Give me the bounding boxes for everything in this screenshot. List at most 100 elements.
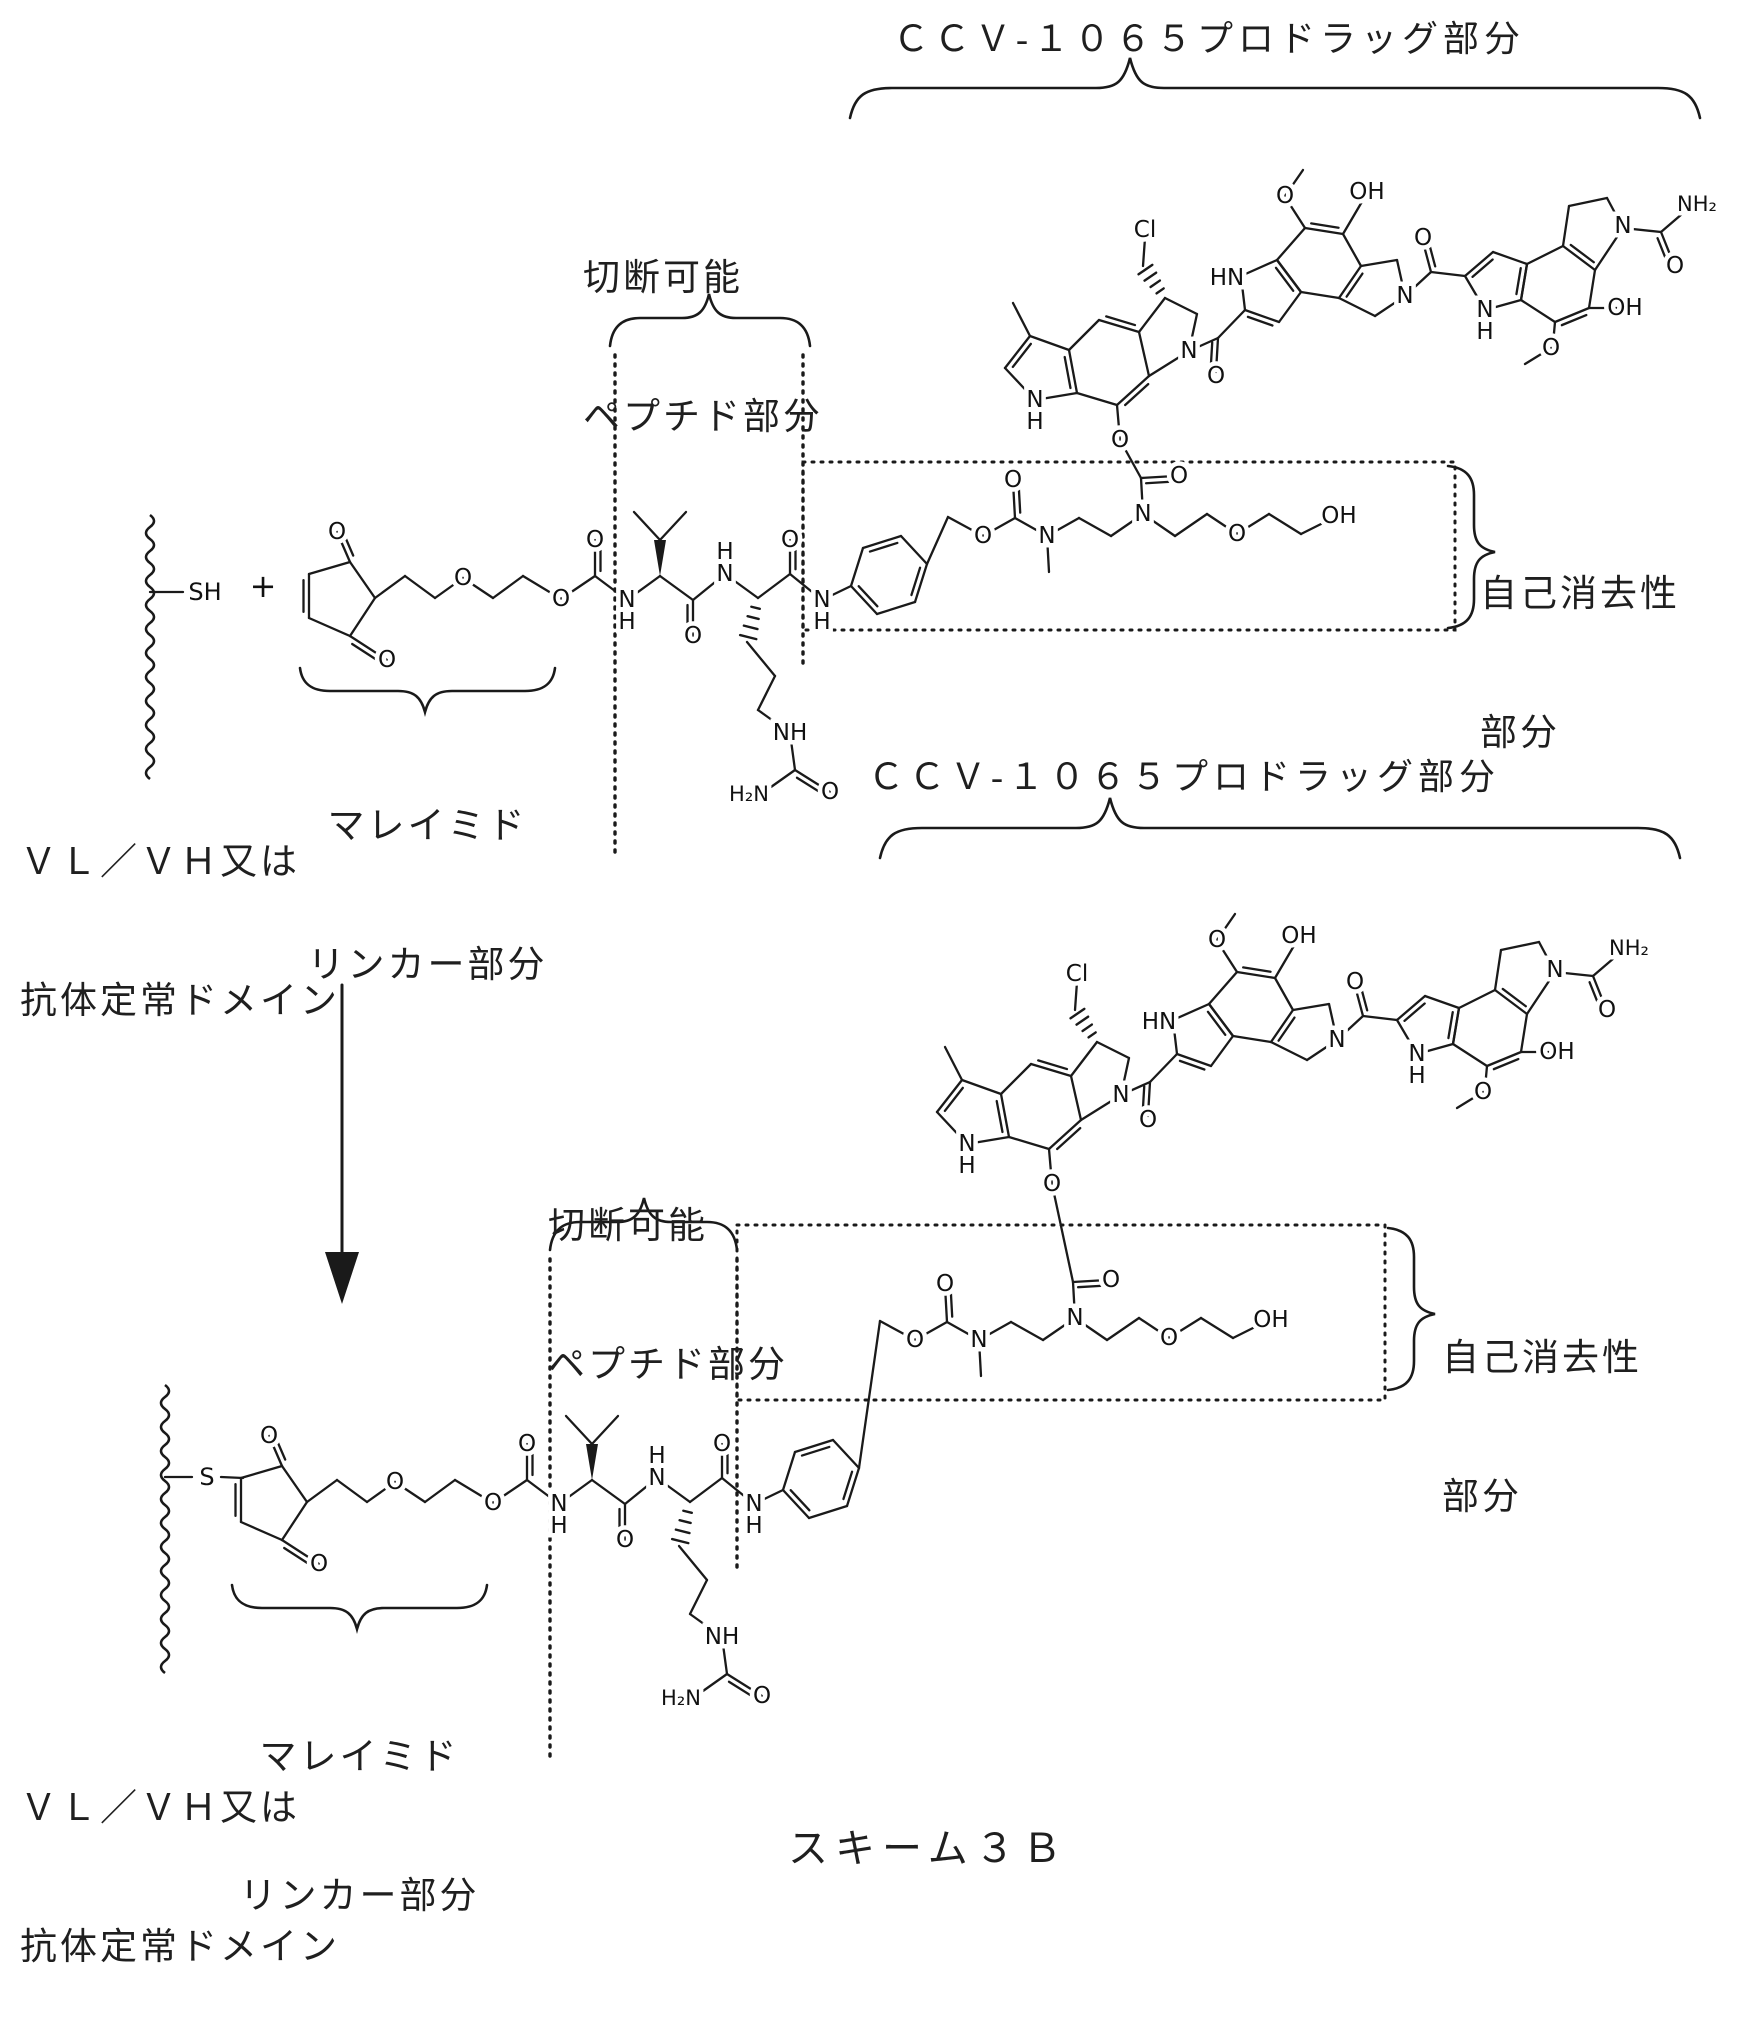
bond: [1589, 270, 1595, 308]
bond: [1495, 950, 1501, 990]
scheme-title: スキーム３Ｂ: [788, 1816, 1069, 1874]
self-immolative-dotted-box: [803, 462, 1455, 630]
atom-label: O: [552, 586, 570, 612]
bond: [1077, 393, 1117, 405]
bond: [1275, 978, 1293, 1010]
bond: [783, 1490, 809, 1518]
bond: [1495, 990, 1527, 1014]
atom-label: H: [813, 609, 830, 635]
bond: [634, 512, 660, 540]
atom-label: Cl: [1066, 961, 1088, 987]
bond: [1013, 303, 1030, 336]
atom-label: O: [1414, 225, 1432, 251]
atom-label: NH₂: [1677, 192, 1717, 216]
bond: [241, 1466, 282, 1478]
atom-label: HN: [1210, 265, 1245, 291]
double-bond: [1065, 357, 1071, 388]
atom-label: N: [1134, 501, 1151, 527]
atom-label: N: [1112, 1082, 1129, 1108]
patent-scheme-figure: { "figure": { "scheme_label": "スキーム３Ｂ", …: [0, 0, 1755, 1881]
bond: [1343, 234, 1361, 266]
atom-label: N: [1396, 283, 1413, 309]
atom-label: O: [1474, 1079, 1492, 1105]
bottom-self-immolative-label-line1: 自己消去性: [1442, 1332, 1642, 1385]
atom-label: O: [586, 527, 604, 553]
atom-label: H: [648, 1443, 665, 1469]
bond: [962, 1080, 1001, 1094]
bond: [1211, 1036, 1233, 1066]
bond: [350, 562, 375, 598]
bond: [758, 574, 790, 598]
atom-label: H: [716, 539, 733, 565]
bond: [1453, 1044, 1487, 1066]
atom-label: N: [970, 1327, 987, 1353]
bond: [1031, 1064, 1071, 1076]
atom-label: O: [1228, 521, 1246, 547]
atom-label: O: [454, 565, 472, 591]
atom-label: O: [1276, 183, 1294, 209]
atom-label: OH: [1349, 179, 1384, 205]
bond: [1301, 292, 1339, 298]
carbamate-connector-bond: [1052, 1184, 1073, 1282]
atom-label: O: [1208, 927, 1226, 953]
bond: [1150, 1054, 1177, 1082]
maleimide-brace: [232, 1585, 487, 1629]
hash-bond: [1139, 265, 1153, 274]
bottom-antibody-domain-label-line2: 抗体定常ドメイン: [20, 1921, 340, 1974]
atom-label: O: [906, 1327, 924, 1353]
bond: [937, 1080, 962, 1112]
thiol-sh-label: SH: [188, 578, 221, 606]
double-bond: [1078, 1286, 1102, 1287]
atom-label: H: [1476, 319, 1493, 345]
bond: [679, 1546, 707, 1580]
double-bond: [1448, 1012, 1452, 1038]
bond: [1493, 252, 1527, 264]
bond: [851, 548, 863, 586]
atom-label: O: [484, 1490, 502, 1516]
maleimide-brace: [300, 668, 555, 712]
antibody-squiggle: [146, 515, 154, 779]
atom-label: N: [1180, 338, 1197, 364]
bond: [1293, 1004, 1329, 1010]
bottom-cleavable-peptide-label-line1: 切断可能: [548, 1200, 788, 1253]
double-bond: [997, 1101, 1003, 1132]
bond: [1175, 514, 1207, 536]
atom-label: OH: [1607, 295, 1642, 321]
atom-label: O: [1102, 1267, 1120, 1293]
atom-label: H: [618, 609, 635, 635]
bond: [847, 1468, 859, 1506]
hash-bond: [680, 1520, 691, 1523]
bottom-cleavable-peptide-label-line2: ペプチド部分: [548, 1339, 788, 1392]
hash-bond: [740, 635, 756, 639]
atom-label: O: [1111, 427, 1129, 453]
atom-label: O: [1346, 969, 1364, 995]
bond: [1521, 300, 1555, 322]
bottom-cleavable-peptide-label: 切断可能 ペプチド部分: [548, 1114, 788, 1435]
bond: [690, 1580, 707, 1614]
bond: [1030, 336, 1069, 350]
atom-label: OH: [1539, 1039, 1574, 1065]
bond: [1521, 1014, 1527, 1052]
bond: [1563, 246, 1595, 270]
atom-label: NH₂: [1609, 936, 1649, 960]
atom-label: NH: [705, 1624, 740, 1650]
bond: [783, 1452, 795, 1490]
bond: [1139, 298, 1165, 332]
atom-label: O: [821, 779, 839, 805]
bond: [833, 1440, 859, 1468]
wedge-bond: [586, 1444, 598, 1480]
bond: [241, 1522, 282, 1540]
top-cleavable-peptide-label-line2: ペプチド部分: [583, 391, 823, 444]
bond: [851, 586, 877, 614]
bond: [1099, 320, 1139, 332]
double-bond: [1311, 223, 1338, 227]
bond: [1501, 942, 1539, 950]
bond: [1233, 1036, 1271, 1042]
bond: [1009, 1137, 1049, 1149]
bond: [1569, 198, 1607, 206]
top-self-immolative-label: 自己消去性 部分: [1480, 482, 1680, 803]
bond: [1001, 1064, 1031, 1094]
bond: [1361, 260, 1397, 266]
atom-label: H: [1408, 1063, 1425, 1089]
bond: [1431, 272, 1465, 276]
